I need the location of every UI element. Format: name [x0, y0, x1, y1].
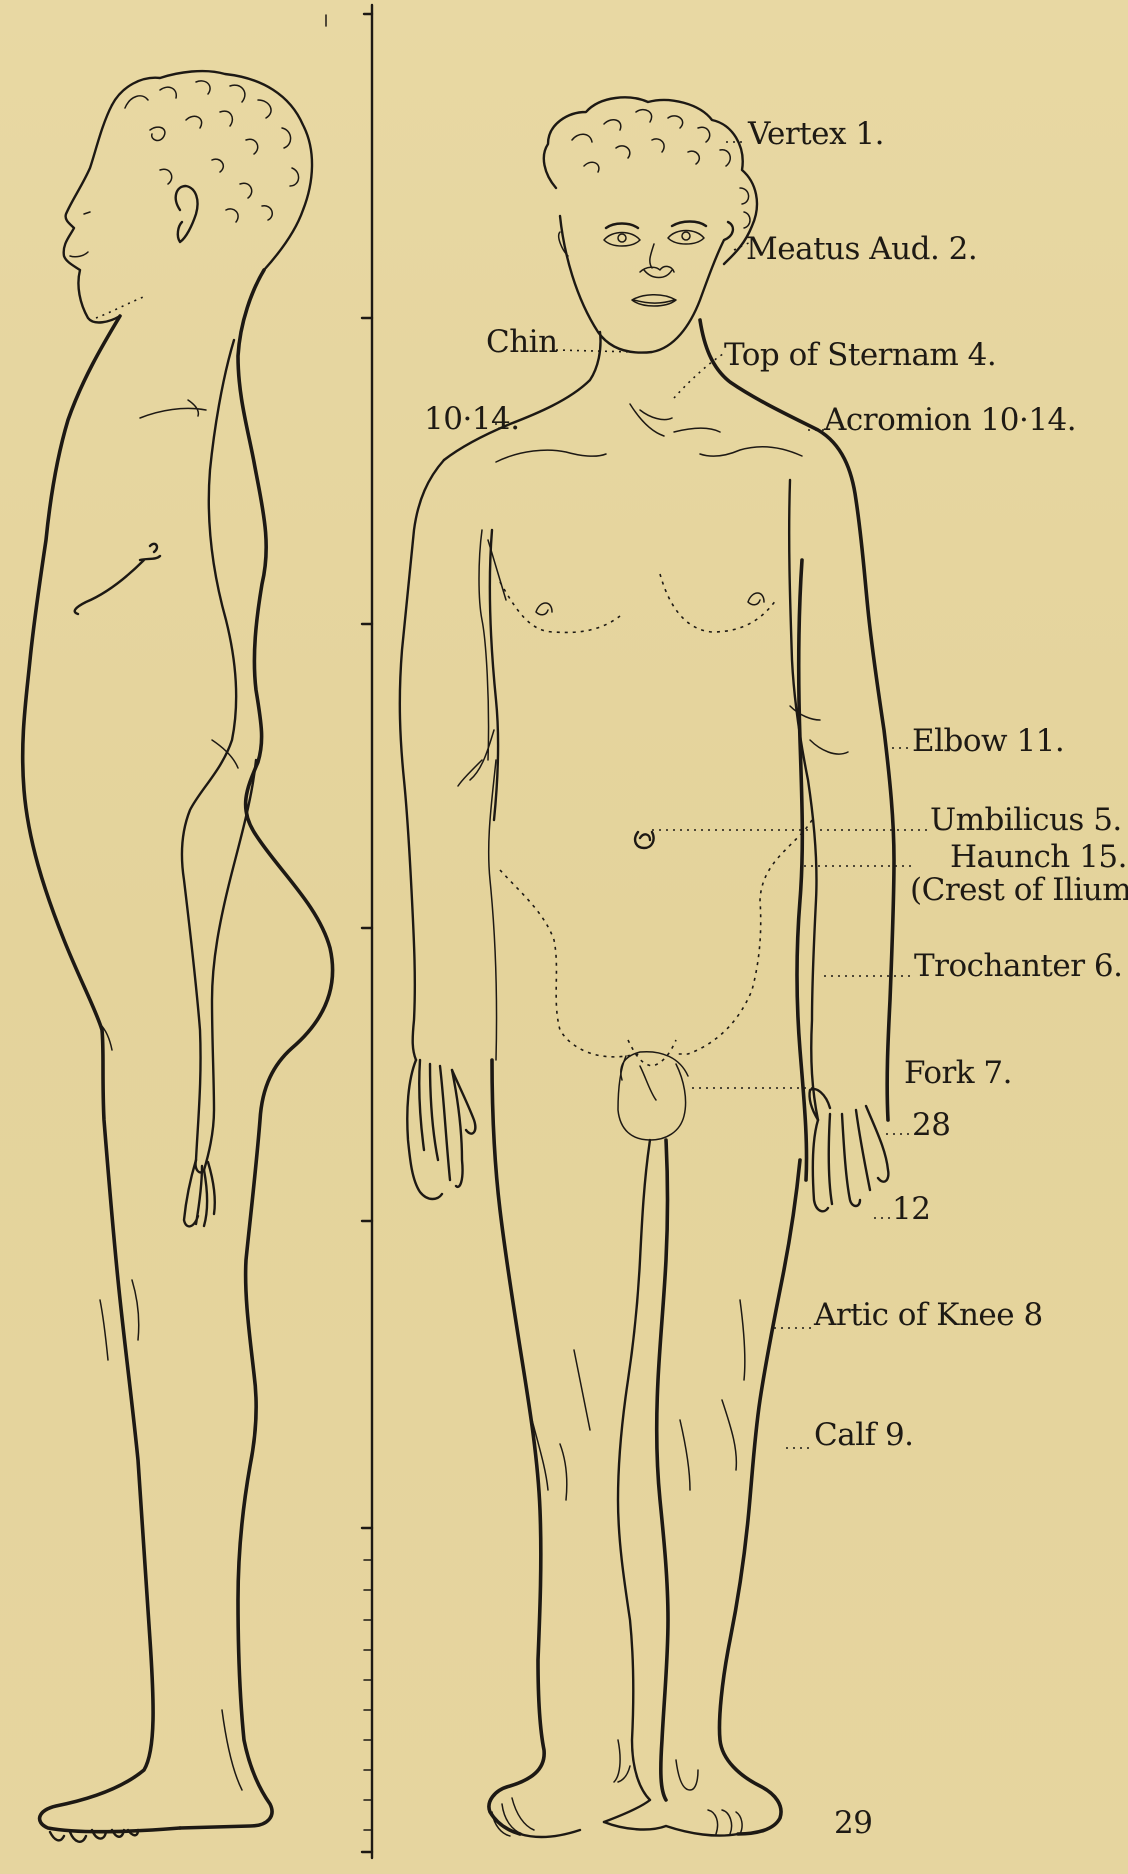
- label-chin: Chin: [486, 327, 558, 358]
- label-meatus-auditorius: Meatus Aud. 2.: [746, 234, 977, 265]
- profile-figure: [23, 71, 333, 1842]
- label-haunch: Haunch 15.: [950, 842, 1127, 873]
- label-acromion-right: Acromion 10·14.: [824, 405, 1076, 436]
- page-number: 29: [834, 1808, 872, 1839]
- label-trochanter: Trochanter 6.: [914, 951, 1123, 982]
- label-finger-12: 12: [892, 1194, 930, 1225]
- label-vertex: Vertex 1.: [748, 119, 884, 150]
- label-fork: Fork 7.: [904, 1058, 1012, 1089]
- measuring-scale: [326, 5, 372, 1858]
- label-wrist-28: 28: [912, 1110, 950, 1141]
- label-crest-of-ilium: (Crest of Ilium): [910, 875, 1128, 906]
- label-acromion-left: 10·14.: [424, 404, 520, 435]
- label-umbilicus: Umbilicus 5.: [930, 805, 1122, 836]
- label-top-of-sternum: Top of Sternam 4.: [724, 340, 996, 371]
- label-calf: Calf 9.: [814, 1420, 914, 1451]
- label-knee: Artic of Knee 8: [814, 1300, 1043, 1331]
- label-elbow: Elbow 11.: [912, 726, 1064, 757]
